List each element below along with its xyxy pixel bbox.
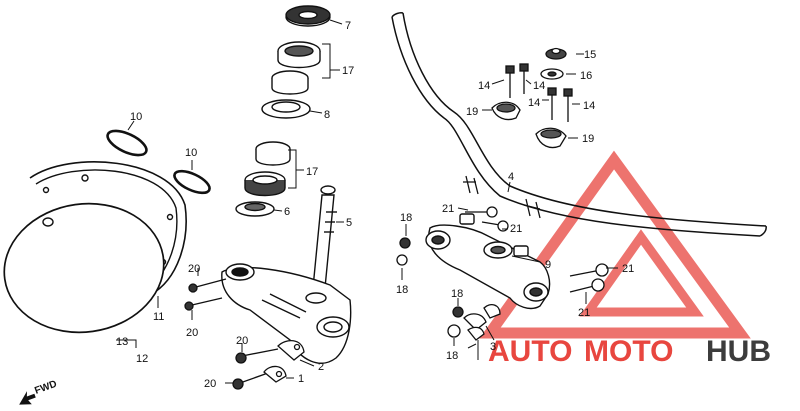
callout-18b: 18	[396, 284, 408, 296]
handlebar	[391, 12, 767, 237]
nuts-18	[396, 237, 501, 341]
callout-10b: 10	[185, 147, 197, 159]
top-bridge	[425, 213, 551, 310]
callout-17b: 17	[306, 166, 318, 178]
bearing-stack-upper	[261, 5, 331, 119]
steering-stem	[221, 185, 352, 364]
callout-10a: 10	[130, 111, 142, 123]
callout-20d: 20	[204, 378, 216, 390]
callout-14d: 14	[583, 100, 595, 112]
watermark-auto: AUTO	[488, 335, 572, 368]
callout-13: 13	[116, 336, 128, 348]
watermark-hub: HUB	[706, 335, 771, 368]
callout-19b: 19	[582, 133, 594, 145]
leader-lines	[116, 19, 618, 384]
callout-21a: 21	[442, 203, 454, 215]
o-ring-10b	[173, 169, 211, 195]
callout-21d: 21	[578, 307, 590, 319]
callout-16: 16	[580, 70, 592, 82]
callout-11: 11	[153, 311, 164, 323]
callout-21c: 21	[622, 263, 634, 275]
headlight-assembly	[3, 161, 187, 334]
callout-1: 1	[298, 373, 304, 385]
callout-4: 4	[508, 171, 514, 183]
bolts-21	[465, 206, 609, 293]
callout-18c: 18	[451, 288, 463, 300]
callout-9: 9	[545, 259, 551, 271]
callout-2: 2	[318, 361, 324, 373]
callout-8: 8	[324, 109, 330, 121]
callout-14b: 14	[533, 80, 545, 92]
watermark-logo: AUTO MOTO HUB	[479, 150, 771, 368]
watermark-moto: MOTO	[584, 335, 673, 368]
callout-17a: 17	[342, 65, 354, 77]
callout-20b: 20	[186, 327, 198, 339]
callout-18a: 18	[400, 212, 412, 224]
callout-18d: 18	[446, 350, 458, 362]
callout-numbers: 7 17 8 17 6 5 10 10 11 13 12 20 20 20 20…	[116, 20, 634, 390]
callout-21b: 21	[510, 223, 522, 235]
fwd-label: FWD	[33, 379, 58, 397]
o-ring-10a	[106, 129, 148, 157]
handlebar-holders	[491, 47, 573, 149]
bolts-20-left	[184, 278, 305, 390]
callout-20c: 20	[236, 335, 248, 347]
callout-5: 5	[346, 217, 352, 229]
callout-20a: 20	[188, 263, 200, 275]
callout-14a: 14	[478, 80, 490, 92]
bearing-stack-lower	[235, 141, 291, 217]
callout-15: 15	[584, 49, 596, 61]
callout-3: 3	[490, 341, 496, 353]
forward-arrow-icon: FWD	[19, 379, 58, 405]
callout-14c: 14	[528, 97, 540, 109]
callout-7: 7	[345, 20, 351, 32]
watermark-triangle-icon	[479, 150, 751, 339]
callout-6: 6	[284, 206, 290, 218]
callout-12: 12	[136, 353, 148, 365]
callout-19a: 19	[466, 106, 478, 118]
